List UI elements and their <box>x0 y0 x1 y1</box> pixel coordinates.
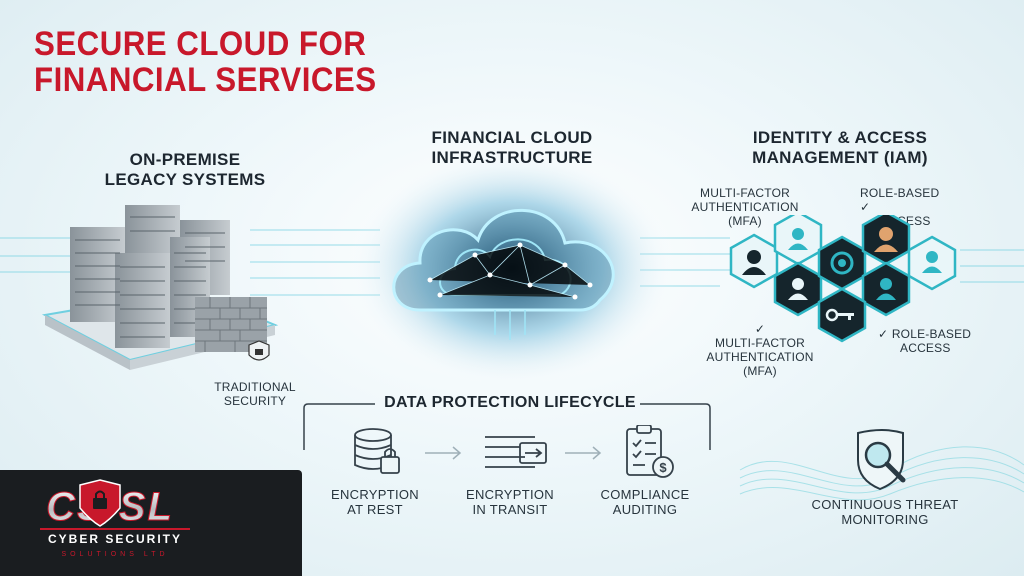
cloud-heading-line-1: FINANCIAL CLOUD <box>431 128 593 147</box>
mfa-top-label: MULTI-FACTOR AUTHENTICATION (MFA) <box>690 186 800 228</box>
monitoring-line-1: CONTINUOUS THREAT <box>811 497 959 512</box>
monitoring-line-2: MONITORING <box>841 512 929 527</box>
lifecycle-icons: $ <box>354 425 674 478</box>
firewall-wall-icon <box>195 297 270 361</box>
check-icon: ✓ <box>754 322 766 336</box>
mfa-top-line-1: MULTI-FACTOR <box>700 186 790 200</box>
logo-line-2: SOLUTIONS LTD <box>61 551 168 558</box>
iam-heading-line-1: IDENTITY & ACCESS <box>752 128 928 147</box>
step-encryption-at-rest: ENCRYPTION AT REST <box>320 487 430 517</box>
traditional-security-line-1: TRADITIONAL <box>214 380 296 394</box>
rbac-top-line-1: ROLE-BASED <box>860 186 940 200</box>
transfer-icon <box>485 436 547 468</box>
rbac-bottom-line-1: ROLE-BASED <box>891 327 972 341</box>
title-line-1: SECURE CLOUD FOR <box>34 25 367 63</box>
traditional-security-label: TRADITIONAL SECURITY <box>210 380 300 408</box>
check-icon: ✓ <box>878 327 889 341</box>
clipboard-audit-icon: $ <box>626 425 674 478</box>
cloud-heading: FINANCIAL CLOUD INFRASTRUCTURE <box>402 128 622 168</box>
step-1-line-2: AT REST <box>347 502 403 517</box>
on-premise-heading: ON-PREMISE LEGACY SYSTEMS <box>70 150 300 190</box>
lifecycle-heading: DATA PROTECTION LIFECYCLE <box>384 394 636 411</box>
iam-hex-grid <box>729 215 957 343</box>
rbac-bottom-line-2: ACCESS <box>900 341 951 355</box>
logo-line-1: CYBER SECURITY <box>48 532 182 546</box>
step-encryption-in-transit: ENCRYPTION IN TRANSIT <box>455 487 565 517</box>
server-rack-icon <box>41 205 279 370</box>
mfa-bottom-label: ✓ MULTI-FACTOR AUTHENTICATION (MFA) <box>690 322 830 378</box>
iam-heading: IDENTITY & ACCESS MANAGEMENT (IAM) <box>720 128 960 168</box>
on-premise-heading-line-1: ON-PREMISE <box>129 150 241 169</box>
company-logo-panel: CS SL CYBER SECURITY SOLUTIONS LTD <box>0 470 302 576</box>
mfa-top-line-2: AUTHENTICATION <box>691 200 799 214</box>
page-title: SECURE CLOUD FOR FINANCIAL SERVICES <box>34 26 402 98</box>
cloud-heading-line-2: INFRASTRUCTURE <box>431 148 593 167</box>
title-line-2: FINANCIAL SERVICES <box>34 61 377 99</box>
step-3-line-1: COMPLIANCE <box>600 487 690 502</box>
mfa-top-line-3: (MFA) <box>728 214 762 228</box>
iam-heading-line-2: MANAGEMENT (IAM) <box>752 148 928 167</box>
lifecycle-bracket <box>303 403 711 450</box>
company-logo: CS SL CYBER SECURITY SOLUTIONS LTD <box>40 479 190 558</box>
database-lock-icon <box>354 428 400 474</box>
shield-magnifier-icon <box>857 429 906 491</box>
mfa-bottom-line-1: MULTI-FACTOR <box>715 336 805 350</box>
step-2-line-1: ENCRYPTION <box>466 487 554 502</box>
mfa-bottom-line-2: AUTHENTICATION (MFA) <box>706 350 814 378</box>
step-1-line-1: ENCRYPTION <box>331 487 419 502</box>
monitoring-label: CONTINUOUS THREAT MONITORING <box>805 497 965 527</box>
rbac-bottom-label: ✓ ROLE-BASED ACCESS <box>878 327 978 355</box>
step-2-line-2: IN TRANSIT <box>472 502 548 517</box>
step-3-line-2: AUDITING <box>612 502 678 517</box>
on-premise-heading-line-2: LEGACY SYSTEMS <box>104 170 266 189</box>
svg-text:$: $ <box>659 460 667 475</box>
cloud-icon <box>392 208 615 340</box>
traditional-security-line-2: SECURITY <box>223 394 287 408</box>
step-compliance-auditing: COMPLIANCE AUDITING <box>590 487 700 517</box>
check-icon: ✓ <box>860 200 871 214</box>
